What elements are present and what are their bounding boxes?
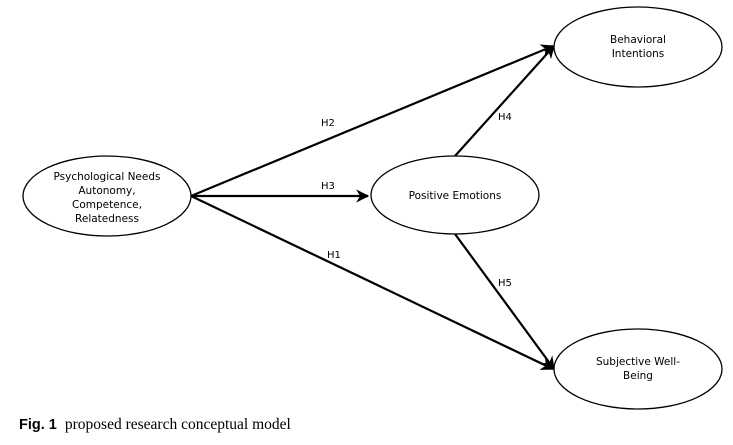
figure-number: Fig. 1 [19,417,57,433]
edge-label-h4: H4 [498,112,512,123]
node-label-line: Behavioral [610,34,666,46]
edge-h4-arrow [454,45,555,157]
figure-caption-text: proposed research conceptual model [64,416,291,433]
edge-h1-arrow [190,195,555,370]
edge-h2-arrow [190,44,555,198]
edge-label-h5: H5 [498,278,512,289]
node-behavioral-intentions: Behavioral Intentions [553,6,723,88]
node-label-line: Intentions [612,48,665,60]
node-label-line: Positive Emotions [409,190,502,202]
figure-caption: Fig. 1 proposed research conceptual model [19,416,291,434]
node-label-line: Competence, [72,199,142,211]
edge-label-h2: H2 [321,118,335,129]
node-subjective-wellbeing: Subjective Well- Being [553,328,723,410]
node-label-line: Subjective Well- [596,356,680,368]
edge-label-h1: H1 [327,250,341,261]
node-label-line: Psychological Needs [54,171,161,183]
edge-h5-arrow [454,233,555,371]
node-label-line: Autonomy, [78,185,135,197]
conceptual-model-diagram: H2 H3 H1 H4 H5 Psychological Needs Auton… [22,6,723,410]
edge-label-h3: H3 [321,181,335,192]
edge-labels: H2 H3 H1 H4 H5 [321,112,512,289]
edges [190,44,555,371]
node-label-line: Relatedness [75,213,139,225]
node-label-line: Being [623,370,653,382]
node-positive-emotions: Positive Emotions [370,155,540,235]
node-psychological-needs: Psychological Needs Autonomy, Competence… [22,155,192,237]
